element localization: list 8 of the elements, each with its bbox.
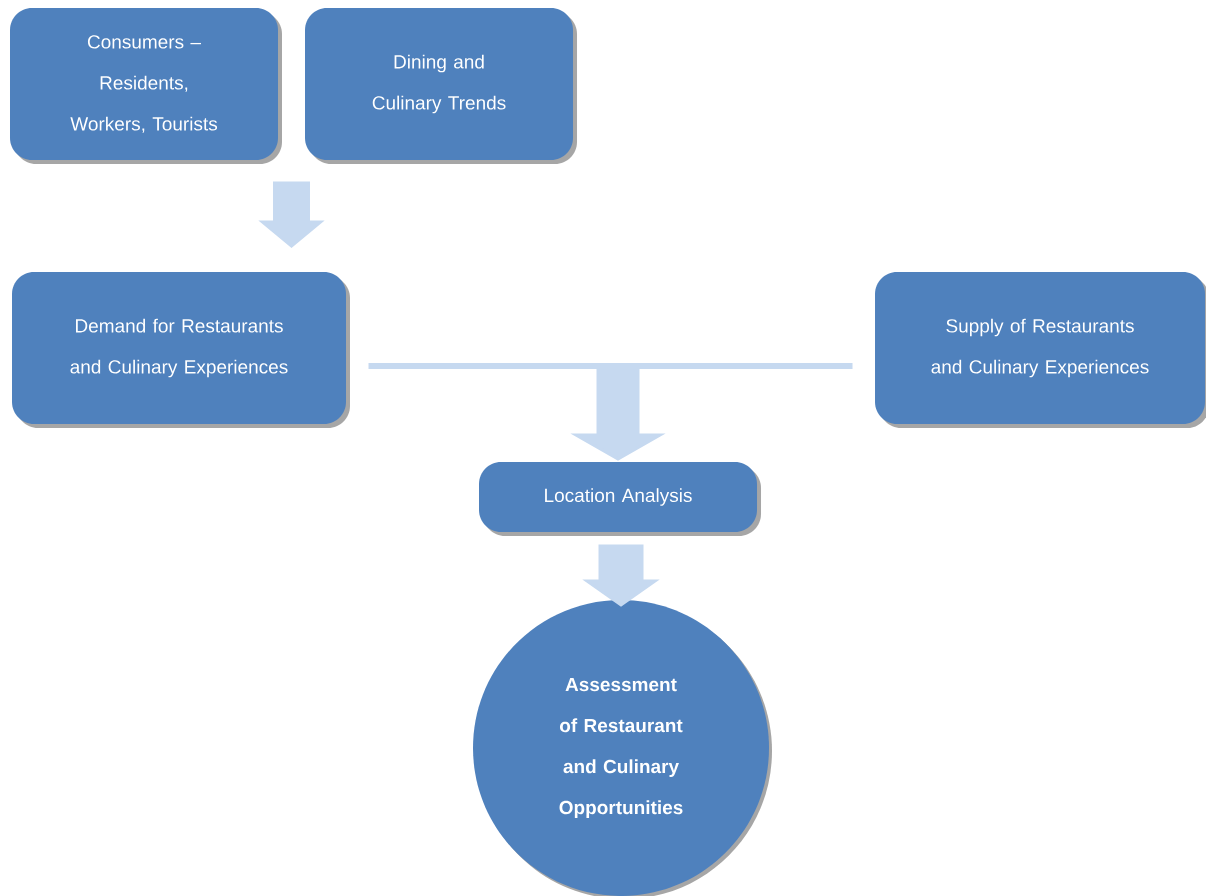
block-arrow xyxy=(582,544,660,607)
block-arrow xyxy=(258,181,325,248)
process-box: Demand for Restaurants and Culinary Experiences xyxy=(12,272,350,428)
process-box: Supply of Restaurants and Culinary Experiences xyxy=(875,272,1206,428)
process-box: Consumers – Residents, Workers, Tourists xyxy=(10,8,282,164)
process-box: Dining and Culinary Trends xyxy=(305,8,577,164)
process-box: Location Analysis xyxy=(479,462,761,536)
block-arrow xyxy=(368,363,853,461)
